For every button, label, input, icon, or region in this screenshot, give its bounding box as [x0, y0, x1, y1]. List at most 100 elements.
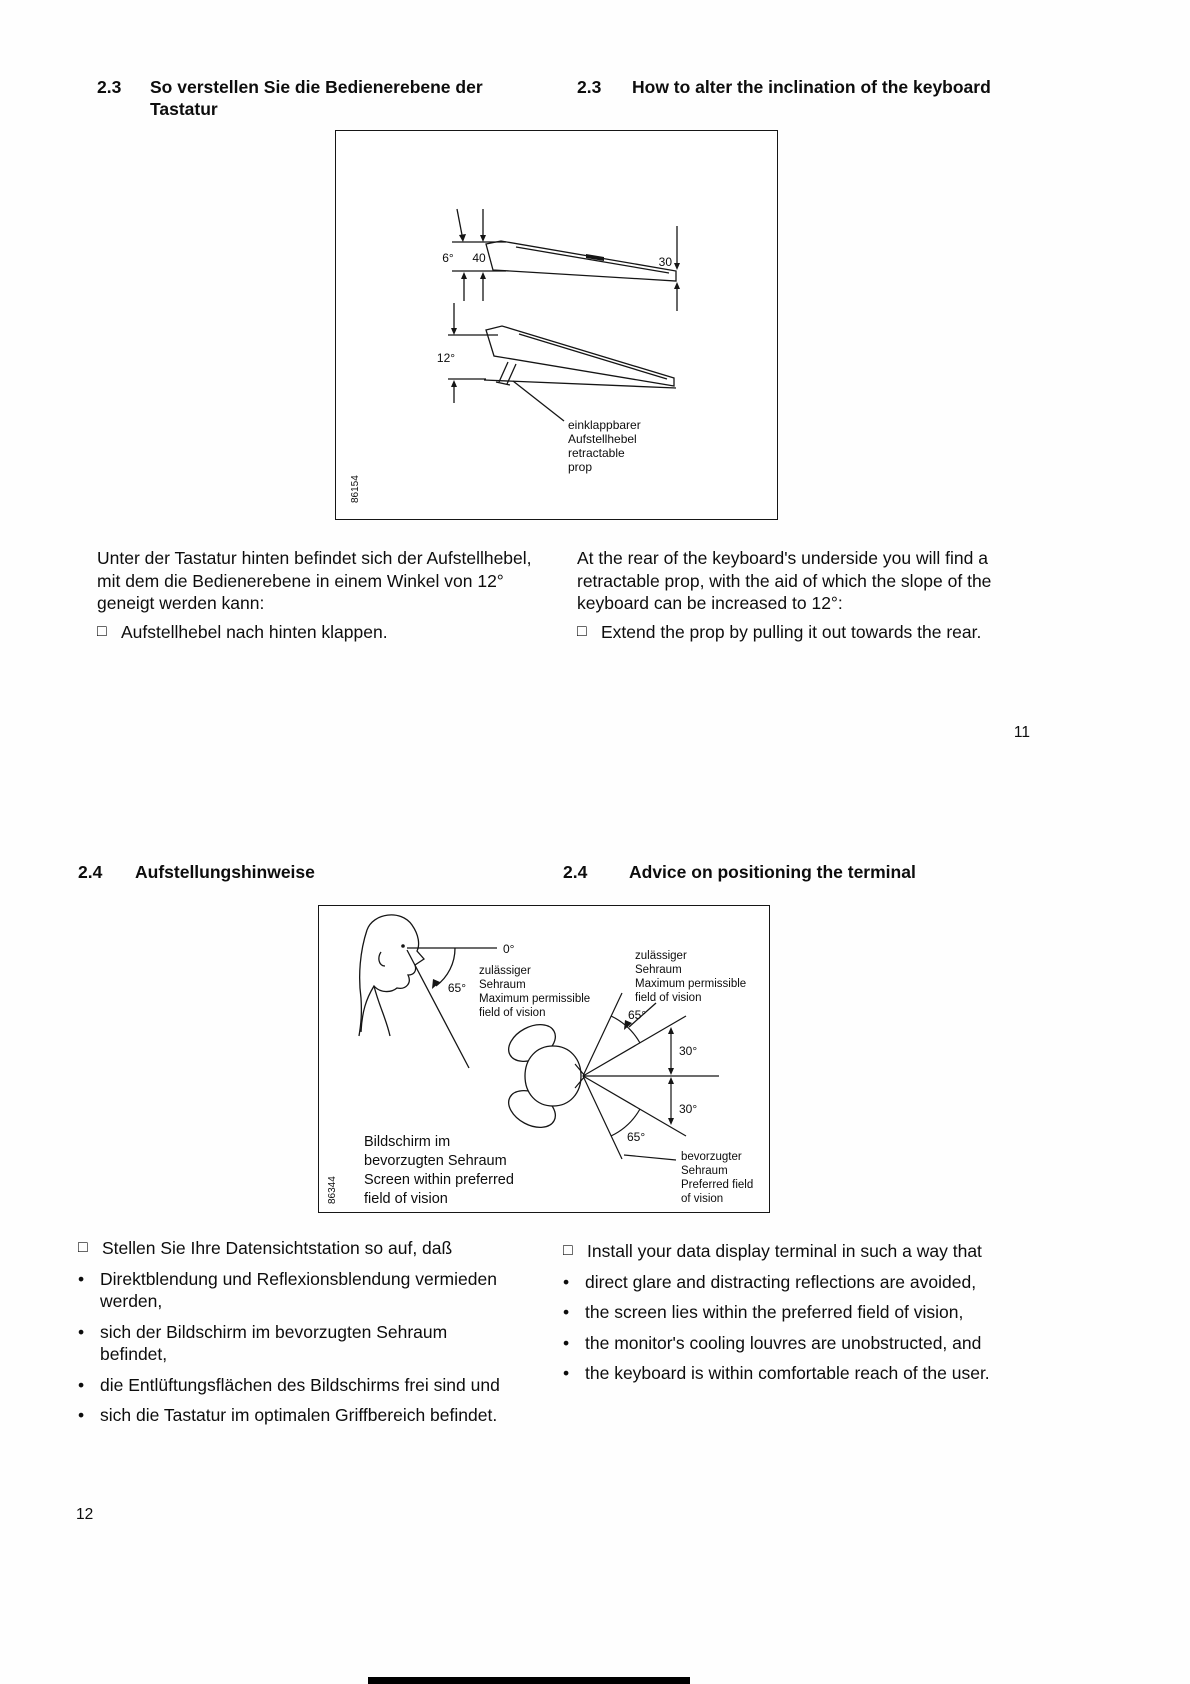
section-title: How to alter the inclination of the keyb… [632, 77, 991, 97]
instruction-item-en: □ Extend the prop by pulling it out towa… [577, 621, 1029, 644]
instruction-text: Extend the prop by pulling it out toward… [601, 622, 982, 642]
body-paragraph-en: At the rear of the keyboard's underside … [577, 548, 992, 613]
figure-number: 86344 [327, 1176, 338, 1204]
angle-6-label: 6° [442, 251, 454, 265]
list-item-text: Stellen Sie Ihre Datensichtstation so au… [102, 1238, 453, 1258]
diagram-arrowheads [432, 979, 674, 1125]
bullet-icon: • [563, 1271, 570, 1292]
section-2-4-heading-de: 2.4 Aufstellungshinweise [78, 861, 538, 883]
screen-label-1: Bildschirm im [364, 1134, 450, 1150]
fan-30-top-label: 30° [679, 1044, 697, 1058]
instruction-text: Aufstellhebel nach hinten klappen. [121, 622, 388, 642]
field-right-label-3: Maximum permissible [635, 978, 746, 990]
field-left-label-2: Sehraum [479, 979, 526, 991]
head-top-view [508, 1023, 582, 1129]
diagram-labels: 0° 65° zulässiger Sehraum Maximum permis… [327, 942, 753, 1207]
list-item: • die Entlüftungsflächen des Bildschirms… [78, 1374, 530, 1397]
bullet-icon: • [78, 1374, 85, 1395]
checkbox-icon: □ [577, 623, 587, 640]
screen-label-3: Screen within preferred [364, 1172, 514, 1188]
prop-label-en-1: retractable [568, 446, 625, 460]
diagram-labels: 6° 40 30 12° einklappbarer Aufstellhebel… [350, 251, 672, 503]
section-title: So verstellen Sie die Bedienerebene der … [150, 77, 483, 119]
fan-65-bottom-label: 65° [627, 1130, 645, 1144]
section-2-3-heading-en: 2.3 How to alter the inclination of the … [577, 76, 1027, 98]
body-paragraph-de: Unter der Tastatur hinten befindet sich … [97, 548, 532, 613]
checkbox-icon: □ [78, 1239, 88, 1256]
page-number: 12 [76, 1506, 94, 1523]
list-item: • sich die Tastatur im optimalen Griffbe… [78, 1404, 530, 1427]
section-number: 2.4 [563, 862, 588, 882]
preferred-label-3: Preferred field [681, 1179, 753, 1191]
field-right-label-2: Sehraum [635, 964, 682, 976]
list-item: • the keyboard is within comfortable rea… [563, 1362, 1023, 1385]
section-2-4-heading-en: 2.4 Advice on positioning the terminal [563, 861, 1023, 883]
eye-dot [401, 944, 405, 948]
field-right-label-1: zulässiger [635, 950, 687, 962]
head-profile [358, 914, 657, 1069]
list-item-text: direct glare and distracting reflections… [585, 1271, 977, 1292]
section-2-3-heading-de: 2.3 So verstellen Sie die Bedienerebene … [97, 76, 533, 120]
prop-label-de-2: Aufstellhebel [568, 432, 637, 446]
bullet-icon: • [563, 1302, 570, 1322]
bullet-icon: • [78, 1268, 85, 1289]
bullet-icon: • [78, 1405, 85, 1425]
bullet-icon: • [78, 1321, 85, 1342]
list-item-text: the monitor's cooling louvres are unobst… [585, 1332, 982, 1353]
checkbox-icon: □ [97, 623, 107, 640]
list-item: • sich der Bildschirm im bevorzugten Seh… [78, 1321, 530, 1366]
field-left-label-1: zulässiger [479, 965, 531, 977]
list-item-text: sich der Bildschirm im bevorzugten Sehra… [100, 1321, 448, 1365]
list-item: • direct glare and distracting reflectio… [563, 1271, 1023, 1294]
angle-65-left-label: 65° [448, 981, 466, 995]
figure-keyboard-inclination: 6° 40 30 12° einklappbarer Aufstellhebel… [335, 130, 778, 520]
front-height-label: 30 [659, 255, 673, 269]
prop-label-en-2: prop [568, 460, 592, 474]
keyboard-profile-lines [448, 208, 678, 422]
scan-edge-artifact [368, 1677, 690, 1684]
page-number: 11 [1013, 724, 1030, 741]
field-of-vision-diagram: 0° 65° zulässiger Sehraum Maximum permis… [327, 914, 753, 1207]
bullet-icon: • [563, 1363, 570, 1383]
list-item-text: die Entlüftungsflächen des Bildschirms f… [100, 1374, 500, 1395]
screen-label-2: bevorzugten Sehraum [364, 1153, 507, 1169]
field-right-label-4: field of vision [635, 992, 701, 1004]
fan-30-bottom-label: 30° [679, 1102, 697, 1116]
list-item: • the monitor's cooling louvres are unob… [563, 1332, 1023, 1355]
figure-field-of-vision: 0° 65° zulässiger Sehraum Maximum permis… [318, 905, 770, 1213]
section-title: Aufstellungshinweise [135, 862, 315, 882]
angle-12-label: 12° [437, 351, 455, 365]
section-number: 2.3 [577, 77, 602, 97]
list-item-text: Direktblendung und Reflexionsblendung ve… [100, 1268, 497, 1312]
field-left-label-4: field of vision [479, 1007, 545, 1019]
section-number: 2.4 [78, 862, 103, 882]
section-number: 2.3 [97, 77, 122, 97]
diagram-arrowheads [451, 234, 680, 387]
list-item-checkbox: □ Install your data display terminal in … [563, 1240, 1023, 1263]
positioning-list-en: □ Install your data display terminal in … [563, 1240, 1023, 1393]
list-item: • the screen lies within the preferred f… [563, 1301, 1023, 1324]
bullet-icon: • [563, 1332, 570, 1353]
list-item-text: sich die Tastatur im optimalen Griffbere… [100, 1405, 498, 1425]
rear-height-label: 40 [472, 251, 486, 265]
preferred-label-1: bevorzugter [681, 1151, 742, 1163]
keyboard-inclination-diagram: 6° 40 30 12° einklappbarer Aufstellhebel… [350, 208, 680, 503]
screen-label-4: field of vision [364, 1191, 448, 1207]
positioning-list-de: □ Stellen Sie Ihre Datensichtstation so … [78, 1237, 530, 1435]
fan-65-top-label: 65° [628, 1008, 646, 1022]
instruction-item-de: □ Aufstellhebel nach hinten klappen. [97, 621, 549, 644]
angle-0-label: 0° [503, 942, 515, 956]
preferred-label-4: of vision [681, 1193, 723, 1205]
list-item-text: the screen lies within the preferred fie… [585, 1302, 964, 1322]
vision-fan [574, 992, 719, 1161]
preferred-label-2: Sehraum [681, 1165, 728, 1177]
field-left-label-3: Maximum permissible [479, 993, 590, 1005]
list-item-checkbox: □ Stellen Sie Ihre Datensichtstation so … [78, 1237, 530, 1260]
list-item: • Direktblendung und Reflexionsblendung … [78, 1268, 530, 1313]
prop-label-de-1: einklappbarer [568, 418, 641, 432]
figure-number: 86154 [350, 475, 361, 503]
checkbox-icon: □ [563, 1242, 573, 1259]
section-title: Advice on positioning the terminal [629, 862, 916, 882]
list-item-text: Install your data display terminal in su… [587, 1241, 982, 1261]
